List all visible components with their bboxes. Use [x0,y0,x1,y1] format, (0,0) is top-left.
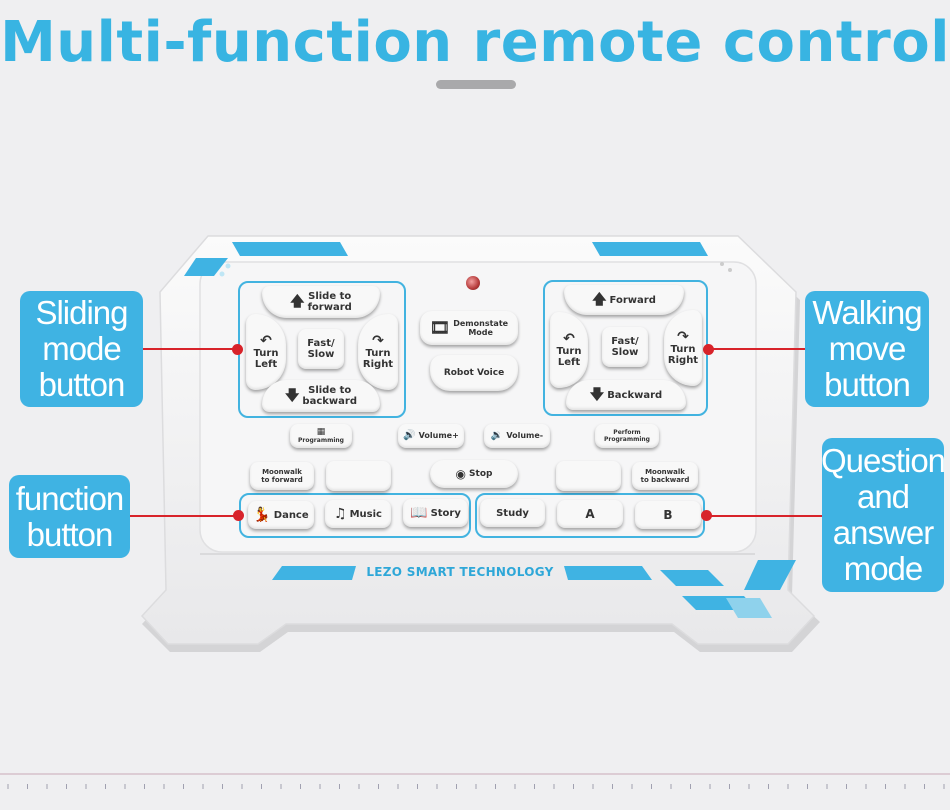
callout-walking-move: Walking move button [805,291,929,407]
callout-function: function button [9,475,130,558]
stop-icon: ◉ [455,467,467,481]
down-arrow-icon: 🡇 [589,387,605,403]
walk-fast-slow-button[interactable]: Fast/ Slow [602,327,648,367]
callout-question-answer: Question and answer mode [821,438,946,592]
slide-forward-button[interactable]: 🡅 Slide to forward [262,286,380,318]
answer-a-button[interactable]: A [557,500,623,528]
callout-line-qa [705,515,822,517]
slide-turn-right-button[interactable]: ↷ Turn Right [358,314,398,390]
stop-button[interactable]: ◉ Stop [430,460,518,488]
callout-line-walking [708,348,805,350]
slide-backward-button[interactable]: 🡇 Slide to backward [262,380,380,412]
walk-turn-right-button[interactable]: ↷ Turn Right [664,310,702,386]
dancer-icon: 💃 [253,507,271,523]
walk-turn-left-button[interactable]: ↶ Turn Left [550,312,588,388]
dance-button[interactable]: 💃 Dance [248,501,314,529]
perform-programming-button[interactable]: Perform Programming [595,424,659,448]
film-reel-icon: 🎞 [429,318,451,337]
slide-fast-slow-button[interactable]: Fast/ Slow [298,329,344,369]
book-icon: 📖 [410,505,428,521]
story-button[interactable]: 📖 Story [403,499,468,527]
turn-right-arrow-icon: ↷ [372,333,384,349]
speaker-icon: 🔊 [403,430,416,441]
bottom-ruler [0,772,950,796]
walk-forward-button[interactable]: 🡅 Forward [564,285,684,315]
down-arrow-icon: 🡇 [285,388,300,404]
callout-sliding-mode: Sliding mode button [20,291,143,407]
brand-label: LEZO SMART TECHNOLOGY [366,565,554,579]
answer-b-button[interactable]: B [635,501,701,529]
callout-line-function [130,515,238,517]
robot-voice-button[interactable]: Robot Voice [430,355,518,391]
slide-turn-left-button[interactable]: ↶ Turn Left [246,314,286,390]
blank-right-button[interactable] [556,461,621,491]
music-button[interactable]: ♫ Music [325,500,391,528]
up-arrow-icon: 🡅 [290,294,305,310]
programming-button[interactable]: ▦ Programming [290,424,352,448]
callout-dot-function [233,510,244,521]
music-note-icon: ♫ [334,506,347,522]
speaker-icon: 🔉 [490,430,504,441]
moonwalk-forward-button[interactable]: Moonwalk to forward [250,462,314,490]
turn-left-arrow-icon: ↶ [260,333,272,349]
callout-dot-walking [703,344,714,355]
windows-logo-icon: ▦ [316,426,326,437]
callout-dot-sliding [232,344,243,355]
volume-down-button[interactable]: 🔉 Volume- [484,424,550,448]
volume-up-button[interactable]: 🔊 Volume+ [398,424,464,448]
callout-dot-qa [701,510,712,521]
walk-backward-button[interactable]: 🡇 Backward [566,380,686,410]
moonwalk-backward-button[interactable]: Moonwalk to backward [632,462,698,490]
indicator-led [466,276,480,290]
turn-right-arrow-icon: ↷ [677,329,689,345]
title-underline [436,80,516,89]
demonstrate-mode-button[interactable]: 🎞 Demonstate Mode [420,311,518,345]
blank-left-button[interactable] [326,461,391,491]
page-title: Multi-function remote control [0,10,950,75]
callout-line-sliding [143,348,238,350]
study-button[interactable]: Study [480,499,545,527]
up-arrow-icon: 🡅 [592,292,607,308]
turn-left-arrow-icon: ↶ [563,331,575,347]
